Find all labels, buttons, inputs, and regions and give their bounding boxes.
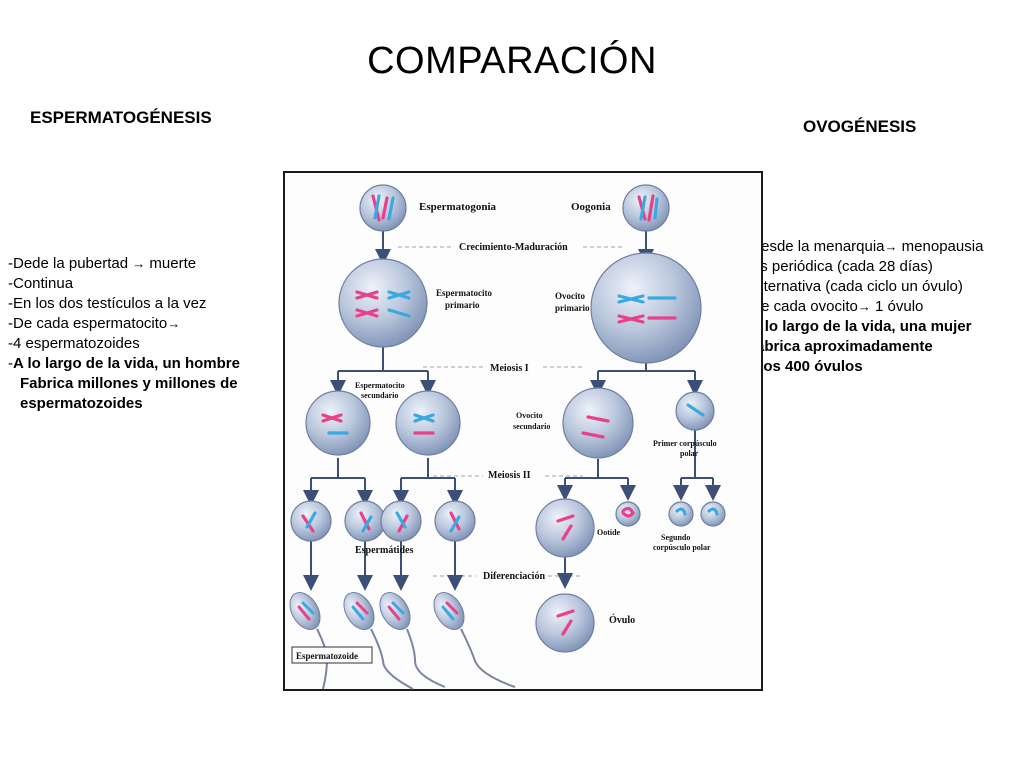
label-segundo-corpusculo-1: Segundo [661,533,690,542]
list-item: •Es periódica (cada 28 días) [745,258,933,275]
connectors [303,229,721,591]
label-primer-corpusculo-2: polar [680,449,699,458]
label-segundo-corpusculo-2: corpúsculo polar [653,543,711,552]
stage-lines [398,246,623,577]
list-item: -4 espermatozoides [8,335,140,352]
espermatozoide-head [433,592,465,630]
label-ovocito-primario-2: primario [555,303,590,313]
espermatozoide-head [343,592,375,630]
gametogenesis-diagram: Espermatogonia Oogonia Crecimiento-Madur… [283,171,763,691]
espermatocito-secundario-cell [395,390,461,456]
list-item: •Desde la menarquia→ menopausia [745,238,984,255]
oogenesis-list: •Desde la menarquia→ menopausia •Es peri… [745,237,983,377]
chromosomes [301,194,719,636]
ootide-cell [535,498,595,558]
list-item: -Dede la pubertad → muerte [8,255,197,272]
list-item: espermatozoides [20,395,143,412]
arrow-right-icon: → [167,316,181,331]
list-item: •Alternativa (cada ciclo un óvulo) [745,278,963,295]
cells [290,184,726,653]
ovocito-secundario-cell [562,387,634,459]
espermatozoide-label-box [291,646,373,664]
espermatocito-primario-cell [338,258,428,348]
oogenesis-heading: OVOGÉNESIS [803,117,917,136]
label-meiosis-2: Meiosis II [488,470,531,481]
espermatozoide-head [379,592,411,630]
list-item: •A lo largo de la vida, una mujer [745,318,972,335]
list-item: -A lo largo de la vida, un hombre [8,355,240,372]
label-espermatocito-primario-2: primario [445,300,480,310]
label-primer-corpusculo-1: Primer corpúsculo [653,439,717,448]
label-espermatides: Espermátides [355,545,413,556]
list-item: -De cada espermatocito→ [8,315,181,332]
label-meiosis-1: Meiosis I [490,363,529,374]
label-espermatozoide: Espermatozoide [296,651,358,661]
label-ovocito-secundario-1: Ovocito [516,411,543,420]
arrow-right-icon: → [132,256,146,271]
corpusculo-cell [700,501,726,527]
list-item: unos 400 óvulos [745,358,863,375]
corpusculo-cell [615,501,641,527]
label-espermatocito-primario-1: Espermatocito [436,288,492,298]
label-espermatogonia: Espermatogonia [419,201,497,213]
espermatogonia-cell [359,184,407,232]
ovulo-cell [535,593,595,653]
label-ovocito-primario-1: Ovocito [555,291,585,301]
list-item: Fabrica millones y millones de [20,375,238,392]
arrow-right-icon: → [857,299,871,314]
spermatogenesis-heading: ESPERMATOGÉNESIS [30,108,212,127]
corpusculo-cell [668,501,694,527]
diagram-labels: Espermatogonia Oogonia Crecimiento-Madur… [291,201,717,664]
label-diferenciacion: Diferenciación [483,571,545,582]
list-item: fabrica aproximadamente [751,338,933,355]
ovocito-primario-cell [590,252,702,364]
label-oogonia: Oogonia [571,201,611,213]
list-item: -Continua [8,275,74,292]
espermatozoide-head [289,592,321,630]
label-ootide: Ootide [597,528,621,537]
slide-title: COMPARACIÓN [367,40,657,82]
list-item: -En los dos testículos a la vez [8,295,207,312]
oogonia-cell [622,184,670,232]
arrow-right-icon: → [884,239,898,254]
label-ovulo: Óvulo [609,614,635,626]
label-ovocito-secundario-2: secundario [513,422,550,431]
label-espermatocito-secundario-1: Espermatocito [355,381,405,390]
espermatocito-secundario-cell [305,390,371,456]
label-espermatocito-secundario-2: secundario [361,391,398,400]
list-item: •De cada ovocito→ 1 óvulo [745,298,924,315]
label-crecimiento: Crecimiento-Maduración [459,242,568,253]
diagram-svg: Espermatogonia Oogonia Crecimiento-Madur… [283,171,763,691]
spermatozoa [289,592,516,690]
spermatogenesis-list: -Dede la pubertad → muerte -Continua -En… [8,254,240,414]
